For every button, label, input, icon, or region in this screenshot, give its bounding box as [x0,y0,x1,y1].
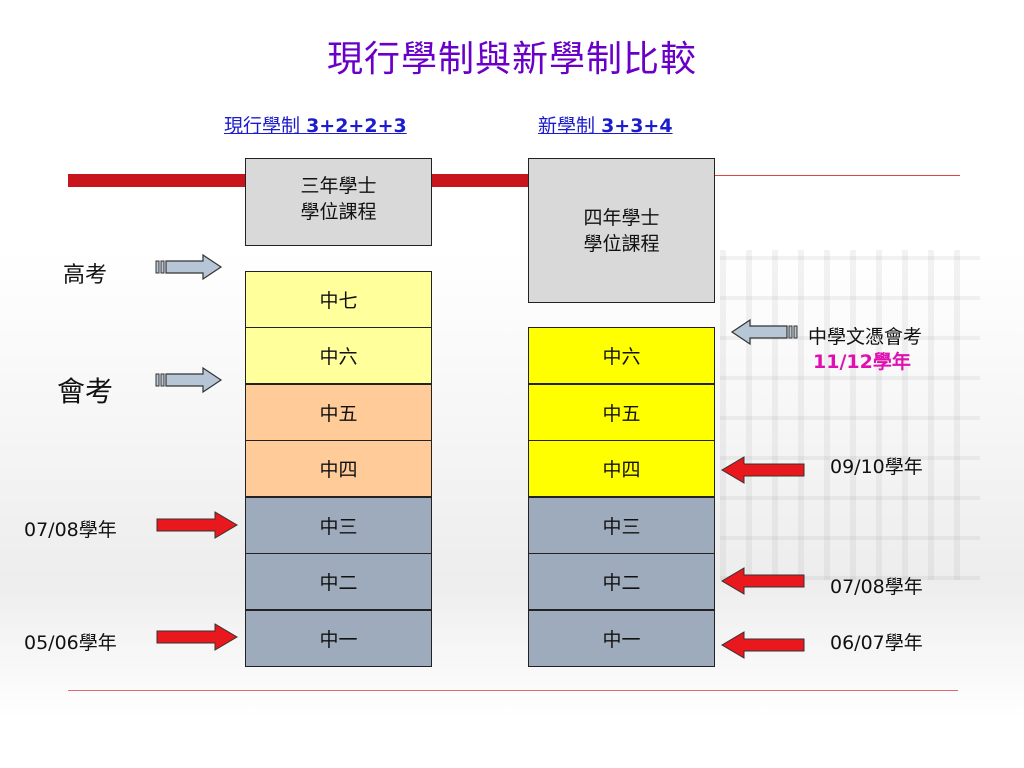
bottom-divider-line [68,690,958,691]
divider-thin-line [714,175,960,176]
right-year-s2-label: 07/08學年 [830,576,923,598]
al-exam-label: 高考 [63,263,108,288]
right-year-s4-label: 09/10學年 [830,456,923,478]
new-system-header: 新學制 3+3+4 [538,111,673,138]
new-grade-s4: 中四 [528,440,715,497]
ce-exam-label: 會考 [57,375,114,408]
current-degree-line2: 學位課程 [300,201,377,223]
al-exam-arrow-icon [155,253,223,281]
current-grade-s1: 中一 [245,610,432,667]
dse-exam-arrow-icon [730,318,798,346]
current-system-header-formula: 3+2+2+3 [306,115,407,137]
current-grade-s6: 中六 [245,327,432,384]
left-year-s3-arrow-icon [156,511,238,539]
current-grade-s2: 中二 [245,553,432,610]
right-year-s1-label: 06/07學年 [830,632,923,654]
new-system-header-formula: 3+3+4 [601,115,673,137]
new-grade-s5: 中五 [528,384,715,441]
dse-exam-label: 中學文憑會考 [808,326,923,348]
new-system-header-text: 新學制 [538,115,596,137]
right-year-s1-arrow-icon [721,631,805,659]
current-grade-s3: 中三 [245,497,432,554]
new-grade-s1: 中一 [528,610,715,667]
left-year-s1-arrow-icon [156,623,238,651]
left-year-s1-label: 05/06學年 [24,632,117,654]
current-grade-s5: 中五 [245,384,432,441]
right-year-s2-arrow-icon [721,567,805,595]
right-year-s4-arrow-icon [721,456,805,484]
current-system-header: 現行學制 3+2+2+3 [224,111,407,138]
page-title: 現行學制與新學制比較 [326,39,697,80]
dse-year-label: 11/12學年 [813,351,911,373]
left-year-s3-label: 07/08學年 [24,519,117,541]
new-grade-s3: 中三 [528,497,715,554]
new-grade-s2: 中二 [528,553,715,610]
new-degree-box: 四年學士 學位課程 [528,158,715,303]
current-degree-box: 三年學士 學位課程 [245,158,432,246]
current-degree-line1: 三年學士 [300,175,377,197]
background-building-image [720,250,980,580]
new-grade-s6: 中六 [528,327,715,384]
current-system-header-text: 現行學制 [224,115,301,137]
current-grade-s7: 中七 [245,271,432,328]
new-degree-line2: 學位課程 [583,232,660,255]
ce-exam-arrow-icon [155,366,223,394]
current-grade-s4: 中四 [245,440,432,497]
new-degree-line1: 四年學士 [583,206,660,229]
